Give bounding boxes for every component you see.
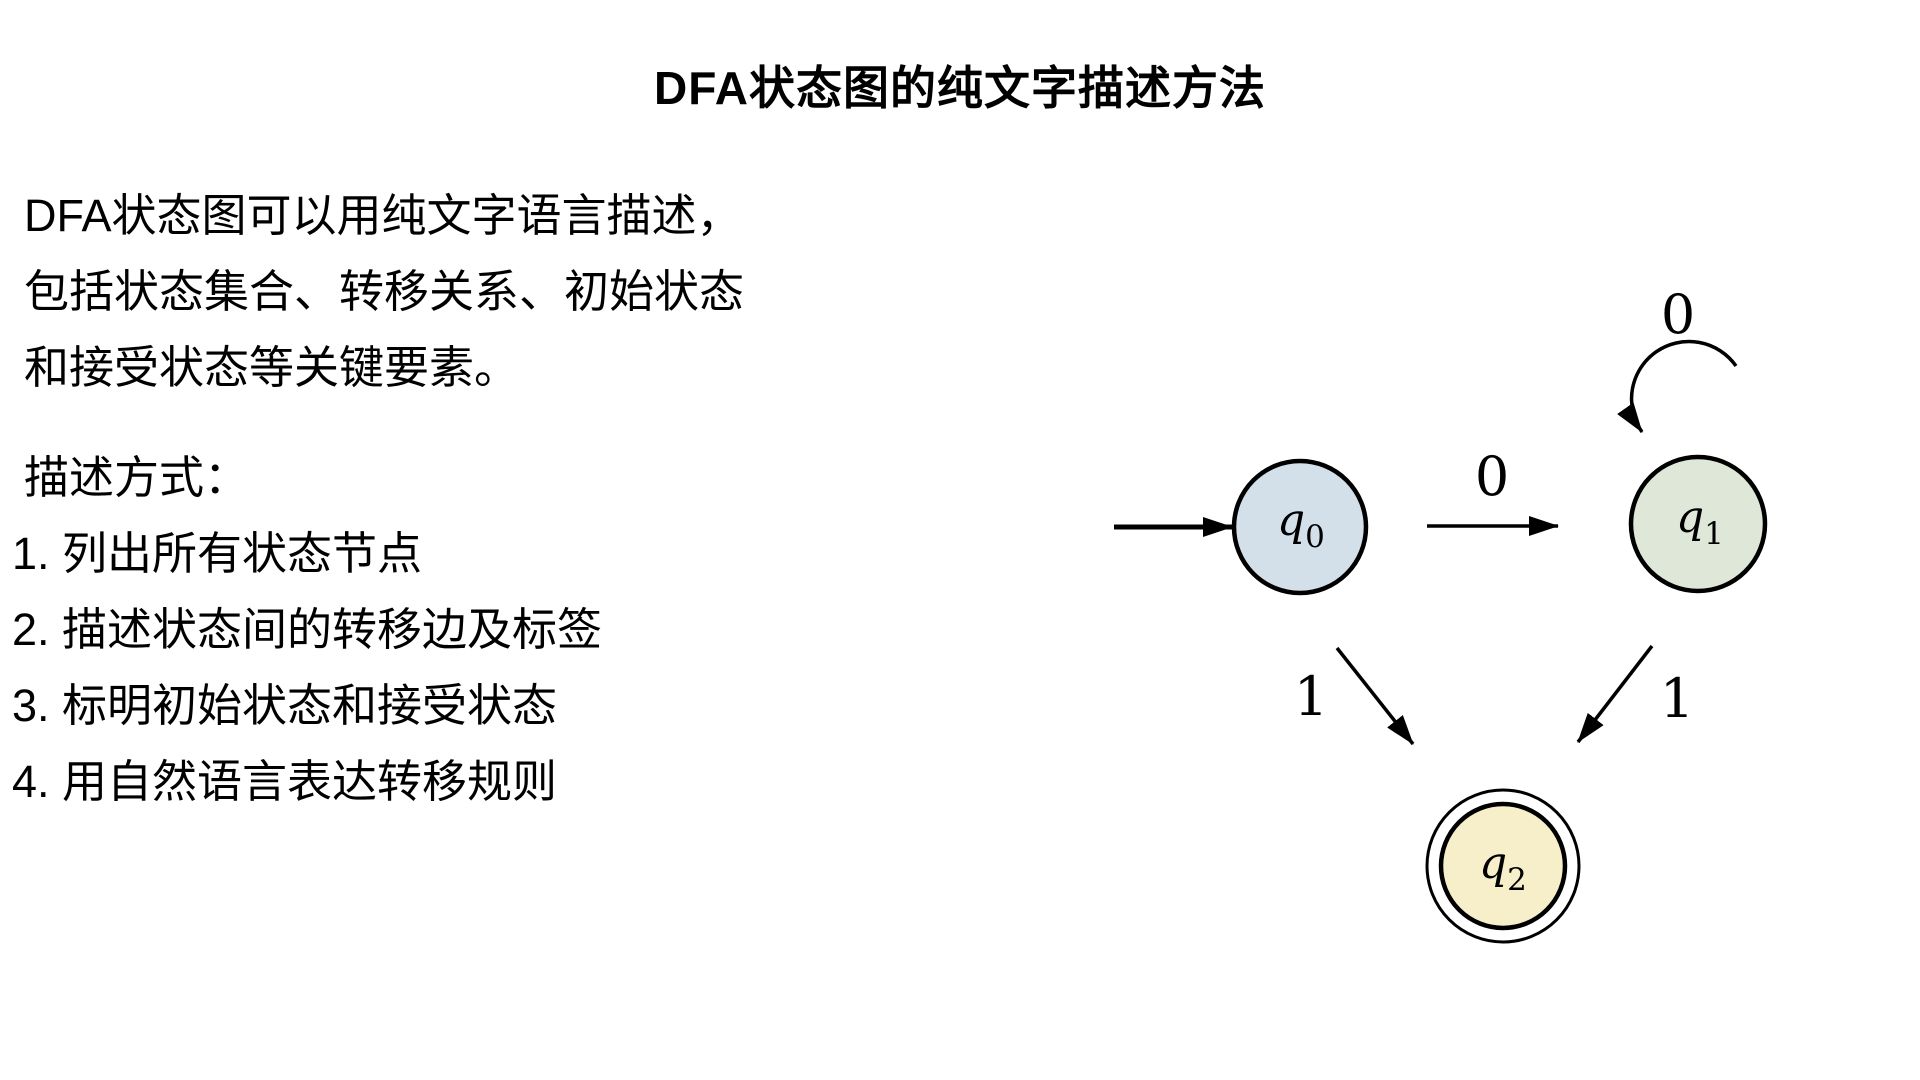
- method-item: 1. 列出所有状态节点: [12, 528, 423, 579]
- transition-q0-q2-label: 1: [1294, 665, 1328, 728]
- description-text: DFA状态图可以用纯文字语言描述， 包括状态集合、转移关系、初始状态 和接受状态…: [12, 178, 884, 820]
- transition-q1-q2-arrow: [1576, 644, 1654, 744]
- state-q2-node: [1438, 801, 1568, 931]
- state-q2-label: q2: [1479, 838, 1527, 898]
- transition-q0-q2-arrow: [1335, 646, 1415, 746]
- state-q1-node: [1628, 454, 1768, 594]
- transition-q0-q1-label: 0: [1475, 445, 1509, 508]
- description-line: 包括状态集合、转移关系、初始状态: [24, 266, 745, 317]
- description-line: DFA状态图可以用纯文字语言描述，: [24, 190, 742, 241]
- state-q1-label: q1: [1676, 492, 1724, 552]
- state-q0-node: [1231, 458, 1369, 596]
- transition-q1-self-loop-arrow: [1617, 339, 1738, 434]
- description-paragraph: DFA状态图可以用纯文字语言描述， 包括状态集合、转移关系、初始状态 和接受状态…: [24, 178, 884, 406]
- page-title: DFA状态图的纯文字描述方法: [654, 62, 1266, 114]
- method-item: 3. 标明初始状态和接受状态: [12, 680, 558, 731]
- transition-q1-self-loop-label: 0: [1661, 283, 1695, 346]
- method-item: 4. 用自然语言表达转移规则: [12, 756, 558, 807]
- method-list: 描述方式： 1. 列出所有状态节点 2. 描述状态间的转移边及标签 3. 标明初…: [12, 440, 884, 820]
- method-item: 2. 描述状态间的转移边及标签: [12, 604, 603, 655]
- transition-q1-q2-label: 1: [1660, 667, 1694, 730]
- state-q0-label: q0: [1277, 495, 1325, 555]
- description-line: 和接受状态等关键要素。: [24, 342, 520, 393]
- method-heading: 描述方式：: [24, 452, 250, 503]
